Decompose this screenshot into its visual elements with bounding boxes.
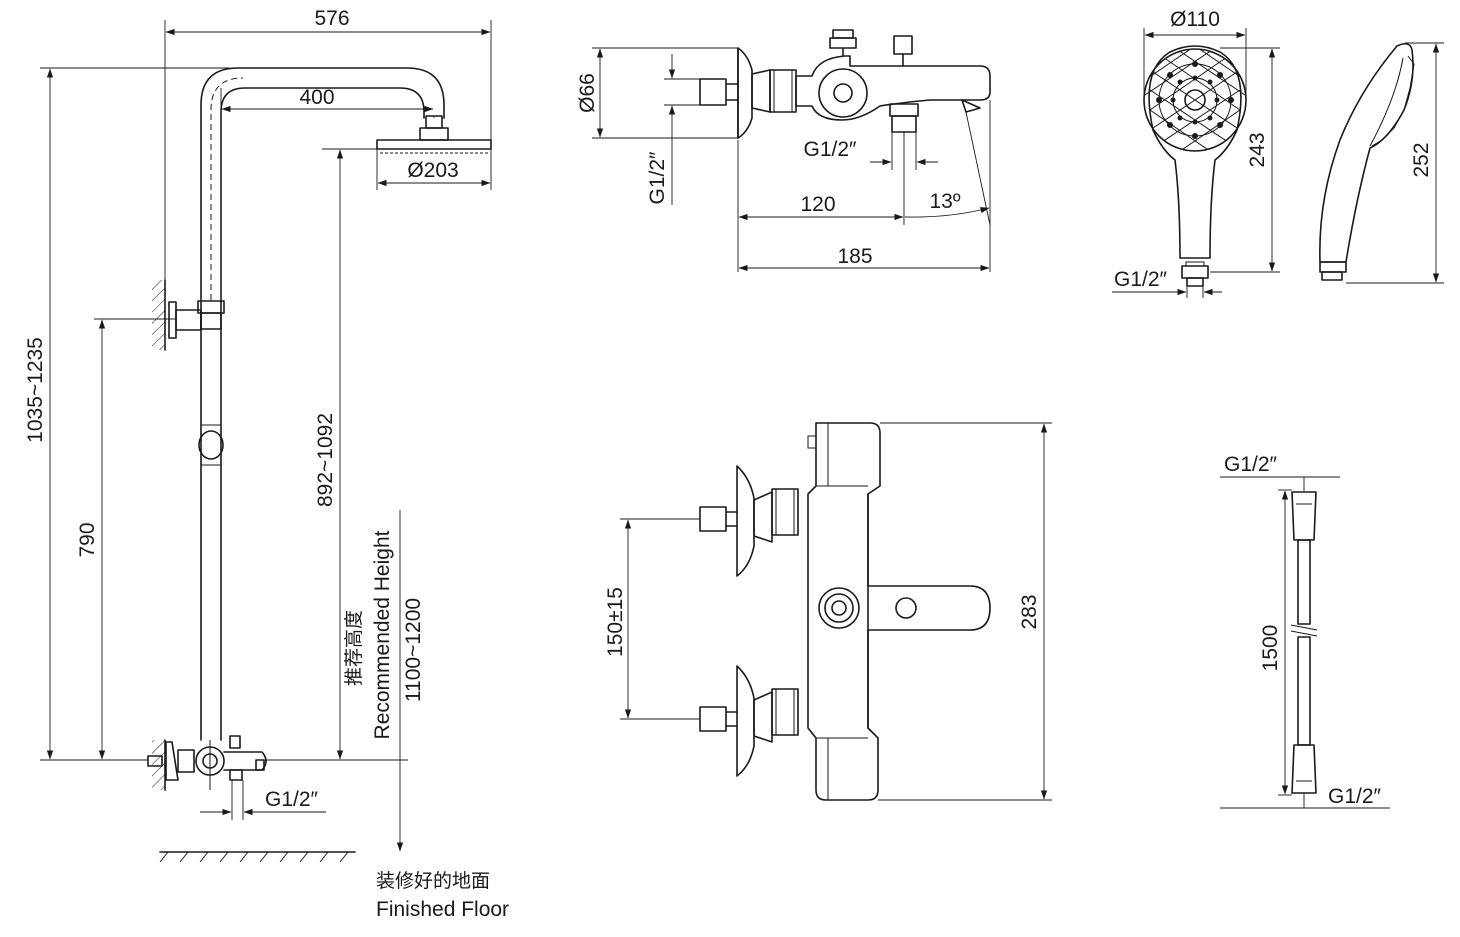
dim-hand-shower-diameter: Ø110 bbox=[1170, 8, 1220, 31]
dim-head-diameter: Ø203 bbox=[407, 159, 458, 182]
dim-hose-top-thread: G1/2″ bbox=[1224, 453, 1278, 476]
dim-mixer-outlet-thread: G1/2″ bbox=[804, 138, 858, 161]
dim-flange-diameter: Ø66 bbox=[576, 73, 599, 113]
dim-inlet-spacing: 150±15 bbox=[604, 587, 627, 657]
dim-head-height: 892~1092 bbox=[314, 413, 337, 507]
dim-body-height: 283 bbox=[1018, 594, 1041, 629]
dim-mixer-length: 185 bbox=[837, 245, 872, 268]
shower-hose bbox=[1290, 491, 1318, 794]
dim-total-height: 1035~1235 bbox=[24, 337, 47, 443]
column-dimensions bbox=[40, 20, 492, 852]
recommended-height-en: Recommended Height bbox=[371, 530, 394, 739]
recommended-height-value: 1100~1200 bbox=[402, 598, 425, 702]
shower-column-elevation bbox=[147, 67, 492, 863]
dim-hand-shower-side-length: 252 bbox=[1410, 142, 1433, 177]
floor-label-cn: 装修好的地面 bbox=[376, 870, 490, 892]
column-labels: 576 400 Ø203 1035~1235 790 892~1092 推荐高度… bbox=[24, 7, 509, 921]
spray-nozzle-pattern bbox=[1144, 49, 1246, 151]
dim-arm-length: 400 bbox=[299, 86, 334, 109]
dim-spout-angle: 13º bbox=[929, 190, 960, 213]
mixer-front-view bbox=[699, 422, 991, 801]
dim-mixer-inlet-thread: G1/2″ bbox=[646, 151, 669, 205]
dim-hose-bottom-thread: G1/2″ bbox=[1328, 785, 1382, 808]
hand-shower-dimensions bbox=[1112, 28, 1444, 298]
hand-shower-labels: Ø110 243 252 G1/2″ bbox=[1114, 8, 1433, 291]
dim-hand-shower-front-length: 243 bbox=[1246, 132, 1269, 167]
dim-hose-length: 1500 bbox=[1259, 625, 1282, 672]
recommended-height-cn: 推荐高度 bbox=[343, 610, 365, 686]
dim-spout-offset: 120 bbox=[800, 193, 835, 216]
mixer-front-labels: 150±15 283 bbox=[604, 587, 1041, 657]
hand-shower-side-view bbox=[1319, 42, 1415, 281]
dim-inlet-thread: G1/2″ bbox=[265, 788, 319, 811]
dim-hand-shower-thread: G1/2″ bbox=[1114, 268, 1168, 291]
hand-shower-front-view bbox=[1143, 45, 1247, 287]
floor-label-en: Finished Floor bbox=[376, 898, 509, 921]
hose-dimensions bbox=[1220, 476, 1390, 809]
mixer-side-view bbox=[699, 29, 991, 139]
hose-labels: G1/2″ 1500 G1/2″ bbox=[1224, 453, 1382, 808]
mixer-side-dimensions bbox=[592, 47, 991, 272]
dim-bracket-height: 790 bbox=[76, 522, 99, 557]
mixer-side-labels: Ø66 G1/2″ G1/2″ 120 13º 185 bbox=[576, 73, 961, 268]
dim-top-width: 576 bbox=[314, 7, 349, 30]
mixer-front-dimensions bbox=[620, 422, 1052, 801]
